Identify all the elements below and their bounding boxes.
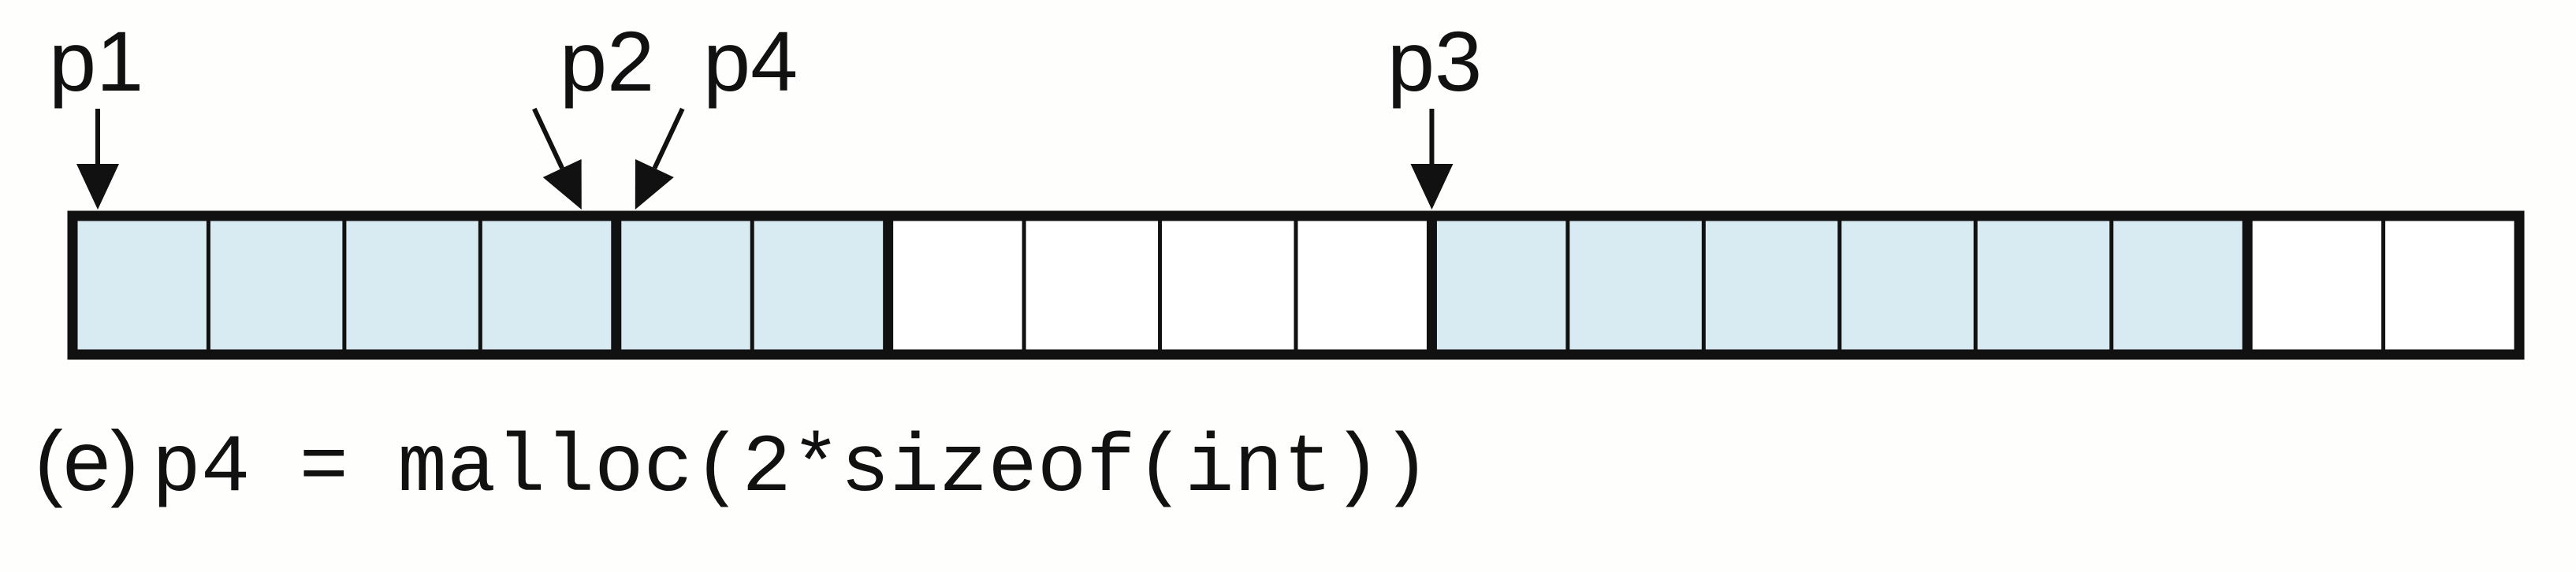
heap-block-7	[1024, 216, 1160, 355]
heap-block-12	[1703, 216, 1840, 355]
caption-tag: (e)	[35, 413, 139, 508]
caption-code: p4 = malloc(2*sizeof(int))	[151, 422, 1431, 515]
heap-block-5	[752, 216, 888, 355]
heap-block-3	[480, 216, 616, 355]
arrow-shaft	[652, 107, 685, 169]
pointer-label-p1: p1	[49, 13, 144, 109]
heap-block-8	[1160, 216, 1296, 355]
arrow-shaft	[532, 107, 564, 169]
heap-block-16	[2247, 216, 2384, 355]
heap-block-10	[1431, 216, 1568, 355]
arrow-head	[542, 159, 582, 210]
pointer-arrow-p4	[635, 107, 685, 210]
heap-block-4	[616, 216, 753, 355]
pointer-label-p4: p4	[703, 13, 798, 109]
heap-block-15	[2111, 216, 2248, 355]
heap-block-0	[73, 216, 209, 355]
heap-block-11	[1567, 216, 1704, 355]
heap-block-17	[2383, 216, 2519, 355]
heap-border	[67, 210, 2525, 360]
pointer-label-p2: p2	[560, 13, 655, 109]
heap-blocks	[67, 210, 2525, 360]
arrow-head	[635, 159, 674, 210]
heap-block-1	[208, 216, 344, 355]
pointer-label-p3: p3	[1387, 13, 1483, 109]
pointer-arrow-p3	[1410, 109, 1454, 210]
heap-block-9	[1296, 216, 1432, 355]
arrow-head	[1410, 164, 1454, 210]
heap-block-13	[1839, 216, 1976, 355]
caption: (e) p4 = malloc(2*sizeof(int))	[35, 410, 1431, 515]
heap-block-6	[888, 216, 1025, 355]
pointer-arrow-p2	[532, 107, 582, 210]
heap-block-2	[344, 216, 481, 355]
heap-block-14	[1975, 216, 2112, 355]
arrow-head	[76, 164, 119, 210]
pointer-arrow-p1	[76, 109, 119, 210]
pointer-arrows	[76, 107, 1454, 210]
